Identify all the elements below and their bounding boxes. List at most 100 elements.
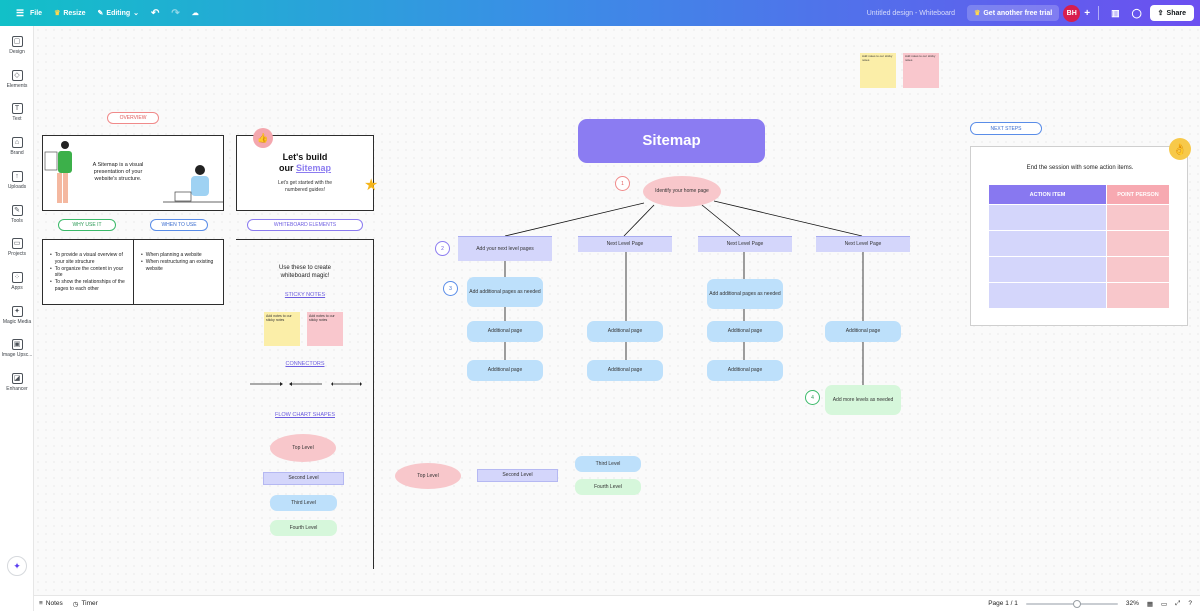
sidebar-item-label: Apps [11,284,23,291]
page-indicator[interactable]: Page 1 / 1 [988,600,1018,607]
intro-card[interactable]: A Sitemap is a visual presentation of yo… [42,135,224,211]
resize-button[interactable]: ♛ Resize [48,0,91,26]
sidebar-item-elements[interactable]: ◇Elements [0,69,34,89]
fullscreen-icon[interactable]: ⤢ [1175,599,1181,607]
comments-icon[interactable]: ◯ [1131,7,1142,18]
step-number-2: 2 [435,241,450,256]
add-additional-node-2[interactable]: Add additional pages as needed [707,279,783,309]
design-title[interactable]: Untitled design - Whiteboard [866,9,956,17]
zoom-slider-thumb[interactable] [1073,599,1082,608]
undo-button[interactable]: ↶ [145,0,165,26]
shape-second-level[interactable]: Second Level [263,472,344,485]
bullet-text: To organize the content in your site [54,265,124,279]
redo-button[interactable]: ↷ [165,0,185,26]
sidebar-item-image-upsc[interactable]: ▣Image Upsc... [0,339,34,358]
point-person-cell[interactable] [1107,231,1169,256]
lets-build-card[interactable]: 👍 Let's build our Sitemap Let's get star… [236,128,378,211]
action-item-cell[interactable] [989,205,1106,230]
whiteboard-elements-tag[interactable]: WHITEBOARD ELEMENTS [247,219,363,231]
additional-page-3a[interactable]: Additional page [707,321,783,342]
thumbs-up-icon: 👍 [253,128,273,148]
point-person-cell[interactable] [1107,205,1169,230]
enhancer-icon: ◪ [11,373,23,384]
overview-tag[interactable]: OVERVIEW [107,112,159,124]
sitemap-link[interactable]: Sitemap [296,163,332,173]
sidebar-item-brand[interactable]: ⌂Brand [0,137,34,156]
shape-top-level[interactable]: Top Level [270,434,336,462]
sidebar-item-design[interactable]: ▢Design [0,36,34,55]
additional-page-2b[interactable]: Additional page [587,360,663,381]
next-steps-tag[interactable]: NEXT STEPS [970,122,1042,135]
bullet-dot: • [50,279,52,285]
timer-button[interactable]: ◷ Timer [68,600,103,608]
add-collaborator-icon[interactable]: + [1084,7,1091,19]
point-person-cell[interactable] [1107,283,1169,308]
when-list: •When planning a website•When restructur… [141,252,221,272]
additional-page-1b[interactable]: Additional page [467,360,543,381]
sticky-note-pink[interactable]: Add notes to our sticky notes [307,312,343,346]
redo-icon: ↷ [171,7,180,19]
additional-page-1a[interactable]: Additional page [467,321,543,342]
shape-fourth-level[interactable]: Fourth Level [270,520,337,536]
home-page-node[interactable]: Identify your home page [643,176,721,207]
sidebar-item-label: Elements [6,82,28,89]
sticky-note-yellow[interactable]: Add notes to our sticky notes [264,312,300,346]
main-menu-button[interactable]: ☰ [10,0,24,26]
point-person-cell[interactable] [1107,257,1169,282]
additional-page-2a[interactable]: Additional page [587,321,663,342]
editing-mode-dropdown[interactable]: ✎ Editing ⌄ [92,0,145,26]
analytics-icon[interactable]: ▥ [1111,7,1120,18]
sidebar-item-projects[interactable]: ▭Projects [0,238,34,257]
loose-shape-top-level[interactable]: Top Level [395,463,461,489]
card-divider [133,240,134,304]
sidebar-item-label: Image Upsc... [1,352,33,359]
bullet-text: When planning a website [145,252,202,258]
magic-assistant-button[interactable]: ✦ [7,556,27,576]
when-to-use-tag[interactable]: WHEN TO USE [150,219,208,231]
add-additional-node-1[interactable]: Add additional pages as needed [467,277,543,307]
sidebar-item-magic-media[interactable]: ✦Magic Media [0,305,34,325]
action-item-cell[interactable] [989,257,1106,282]
cloud-save-status[interactable]: ☁ [186,0,205,26]
loose-shape-third-level[interactable]: Third Level [575,456,641,472]
pages-view-icon[interactable]: ▭ [1161,600,1168,608]
additional-page-4a[interactable]: Additional page [825,321,901,342]
sidebar-item-enhancer[interactable]: ◪Enhancer [0,373,34,392]
file-menu[interactable]: File [24,0,48,26]
top-sticky-yellow[interactable]: Add notes to our sticky notes [860,53,896,88]
zoom-level[interactable]: 32% [1125,600,1139,607]
level2-node-3[interactable]: Next Level Page [698,236,792,252]
free-trial-button[interactable]: ♛ Get another free trial [967,5,1060,21]
shape-third-level[interactable]: Third Level [270,495,337,511]
sitemap-title[interactable]: Sitemap [578,119,765,163]
level2-node-1[interactable]: Add your next level pages [458,236,552,261]
zoom-slider[interactable] [1025,599,1118,608]
notes-button[interactable]: ≡ Notes [34,600,68,607]
sidebar-item-tools[interactable]: ✎Tools [0,204,34,224]
help-icon[interactable]: ? [1188,600,1192,607]
share-button[interactable]: ⇪ Share [1149,5,1194,21]
action-item-cell[interactable] [989,231,1106,256]
sidebar-item-apps[interactable]: ⁘Apps [0,271,34,291]
build-our: our [278,163,294,173]
loose-shape-fourth-level[interactable]: Fourth Level [575,479,641,495]
top-sticky-pink[interactable]: Add notes to our sticky notes [903,53,939,88]
sidebar-item-uploads[interactable]: ↑Uploads [0,170,34,190]
cloud-icon: ☁ [191,10,199,17]
next-steps-card[interactable]: End the session with some action items. … [970,146,1188,326]
why-use-it-tag[interactable]: WHY USE IT [58,219,116,231]
design-icon: ▢ [11,36,23,47]
whiteboard-canvas[interactable]: OVERVIEW A Sitemap is a visual presentat… [34,26,1200,595]
why-when-card[interactable]: •To provide a visual overview of your si… [42,239,224,305]
additional-page-3b[interactable]: Additional page [707,360,783,381]
level2-node-2[interactable]: Next Level Page [578,236,672,252]
notes-icon: ≡ [39,600,43,607]
level2-node-4[interactable]: Next Level Page [816,236,910,252]
bullet-item: •To show the relationships of the pages … [50,279,130,293]
add-more-levels-node[interactable]: Add more levels as needed [825,385,901,415]
avatar[interactable]: BH [1063,4,1081,22]
action-item-cell[interactable] [989,283,1106,308]
loose-shape-second-level[interactable]: Second Level [477,469,558,482]
grid-view-icon[interactable]: ▦ [1146,600,1154,608]
